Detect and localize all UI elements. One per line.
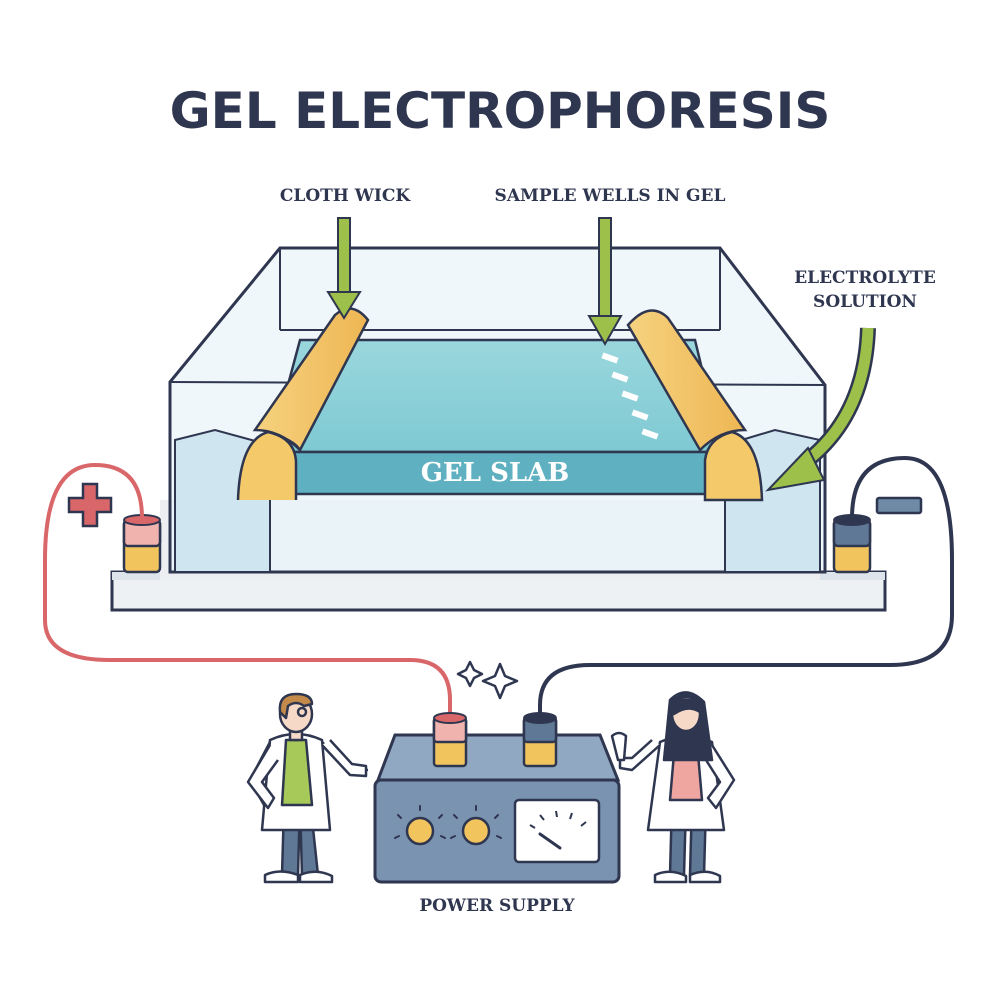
sample-wells <box>601 352 659 440</box>
wires <box>43 455 954 720</box>
label-gel-slab: GEL SLAB <box>420 458 570 488</box>
scientist-right <box>610 691 736 884</box>
label-electrolyte-line1: ELECTROLYTE <box>794 268 936 288</box>
diagram-title: GEL ELECTROPHORESIS <box>169 82 831 140</box>
knob-icon <box>394 805 502 846</box>
negative-electrode <box>832 514 872 574</box>
gel-slab <box>268 338 724 496</box>
label-electrolyte-line2: SOLUTION <box>813 292 917 312</box>
label-cloth-wick: CLOTH WICK <box>279 186 411 206</box>
minus-icon <box>875 496 923 515</box>
label-power-supply: POWER SUPPLY <box>419 896 575 916</box>
cloth-wick-right <box>626 309 764 502</box>
plus-icon <box>67 482 113 528</box>
arrow-sample-wells <box>587 217 623 347</box>
label-sample-wells: SAMPLE WELLS IN GEL <box>494 186 726 206</box>
gauge-icon <box>513 798 601 864</box>
scientist-left <box>246 692 368 884</box>
sparkle-icon <box>456 660 519 700</box>
positive-electrode <box>122 514 162 574</box>
arrow-electrolyte <box>765 327 876 492</box>
arrow-cloth-wick <box>326 217 362 320</box>
